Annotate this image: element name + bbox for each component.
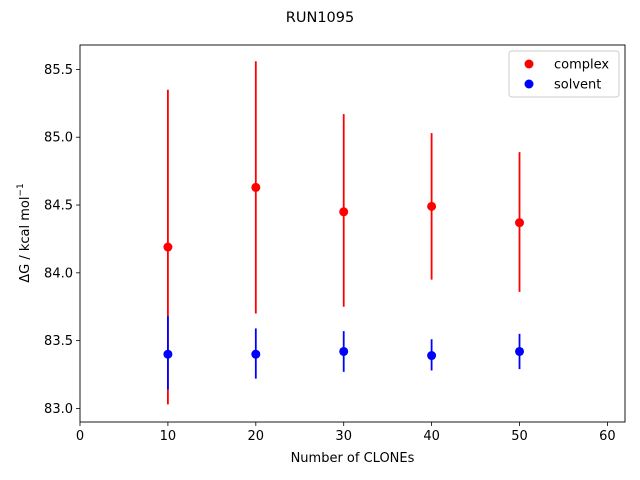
solvent-point (427, 351, 437, 361)
y-tick-label: 85.5 (44, 63, 73, 78)
x-tick-label: 10 (160, 429, 177, 444)
y-axis-label-group: ΔG / kcal mol−1 (16, 183, 33, 283)
x-tick-label: 50 (511, 429, 528, 444)
complex-point (339, 207, 349, 217)
x-tick-label: 20 (248, 429, 265, 444)
x-tick-label: 0 (76, 429, 84, 444)
solvent-point (163, 349, 173, 359)
x-tick-label: 30 (335, 429, 352, 444)
y-tick-label: 83.0 (44, 402, 73, 417)
complex-point (427, 201, 437, 211)
solvent-point (515, 346, 525, 356)
complex-point (251, 182, 261, 192)
y-tick-label: 84.0 (44, 266, 73, 281)
y-tick-label: 84.5 (44, 199, 73, 214)
plot-area: 0 10 20 30 40 50 60 83.0 83.5 84.0 84.5 85.0 85.5 (44, 44, 626, 444)
solvent-point (339, 346, 349, 356)
x-tick-label: 60 (599, 429, 616, 444)
y-axis-label: ΔG / kcal mol−1 (16, 183, 33, 283)
y-tick-label: 85.0 (44, 131, 73, 146)
y-axis-label-text: ΔG / kcal mol (18, 197, 33, 283)
legend-label-solvent: solvent (554, 78, 601, 93)
complex-point (515, 218, 525, 228)
y-axis-label-superscript: −1 (16, 183, 26, 196)
chart-title: RUN1095 (286, 10, 354, 26)
legend-label-complex: complex (554, 58, 609, 73)
x-tick-label: 40 (423, 429, 440, 444)
legend-box (508, 50, 620, 98)
legend-marker-complex (524, 59, 534, 69)
legend: complex solvent (508, 50, 620, 98)
solvent-point (251, 349, 261, 359)
axes-frame (79, 44, 626, 423)
complex-point (163, 242, 173, 252)
y-tick-label: 83.5 (44, 334, 73, 349)
legend-marker-solvent (524, 79, 534, 89)
x-axis-label: Number of CLONEs (291, 451, 415, 466)
